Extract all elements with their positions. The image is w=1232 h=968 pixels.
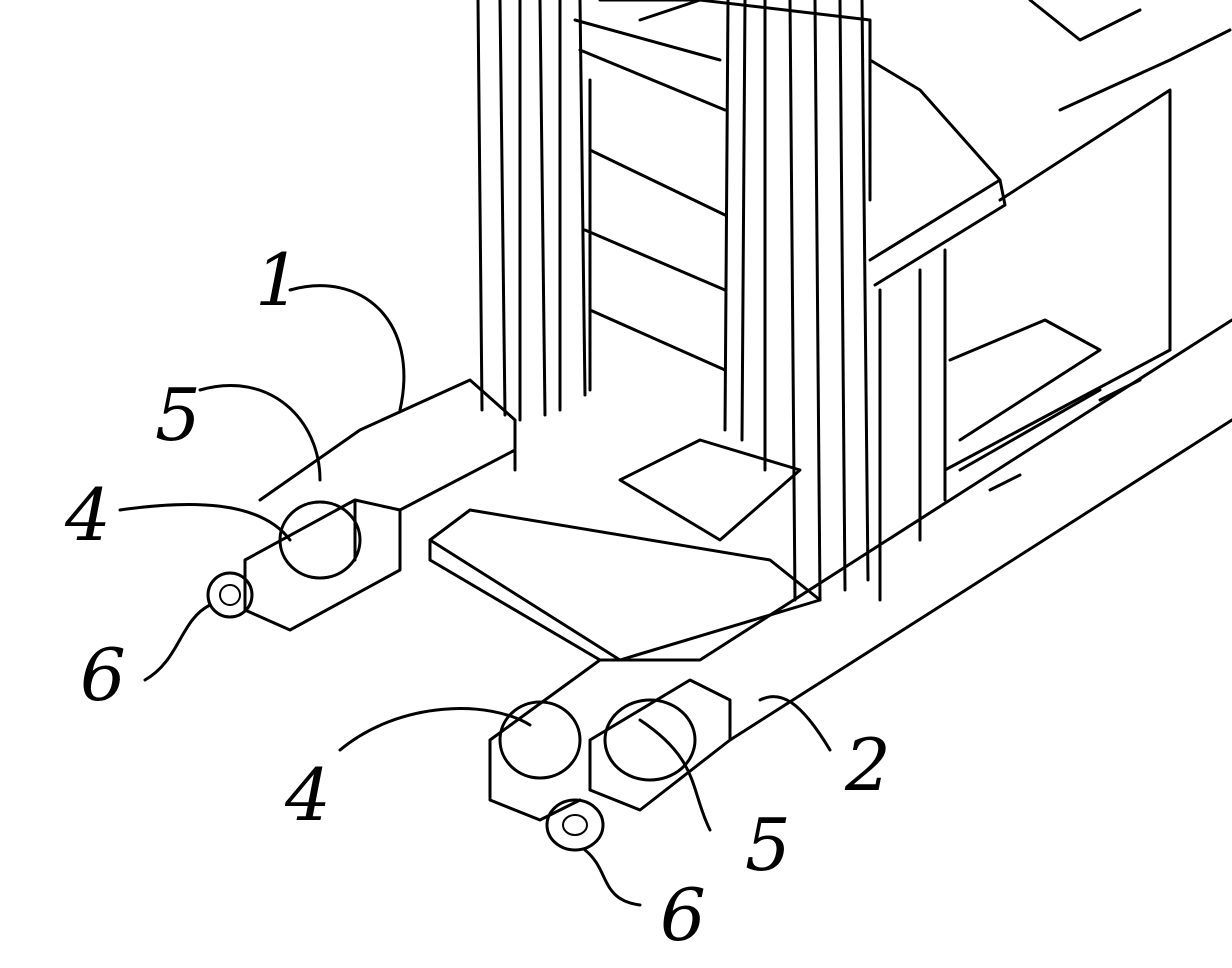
label-2: 2 bbox=[844, 723, 891, 807]
label-4-right: 4 bbox=[284, 753, 331, 837]
carriage-plates bbox=[575, 0, 870, 390]
leg-left-1 bbox=[245, 380, 515, 630]
label-5-right: 5 bbox=[745, 803, 791, 887]
upper-body bbox=[870, 0, 1230, 600]
label-1: 1 bbox=[255, 238, 301, 322]
leader-lines bbox=[120, 286, 830, 905]
base-platform bbox=[430, 440, 820, 660]
label-4-left: 4 bbox=[64, 473, 111, 557]
mast-right-rails bbox=[725, 0, 868, 600]
battery-compartment bbox=[950, 320, 1140, 490]
label-5-left: 5 bbox=[155, 373, 201, 457]
label-6-right: 6 bbox=[660, 873, 706, 957]
label-6-left: 6 bbox=[80, 633, 126, 717]
reference-numerals: 1 2 4 5 6 4 5 6 bbox=[64, 238, 891, 957]
mast-left-rails bbox=[478, 0, 585, 420]
